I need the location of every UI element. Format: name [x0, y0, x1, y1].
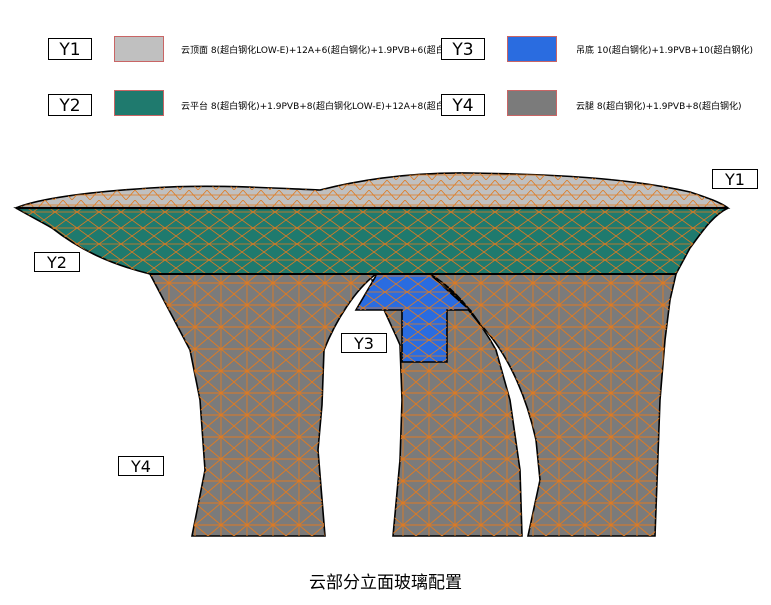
legend-text-y2: 云平台 8(超白钢化)+1.9PVB+8(超白钢化LOW-E)+12A+8(超白… [181, 101, 466, 113]
legend-text-y3: 吊底 10(超白钢化)+1.9PVB+10(超白钢化) [576, 45, 753, 57]
drawing-caption: 云部分立面玻璃配置 [309, 573, 462, 593]
soffit-y3 [354, 273, 473, 363]
tag-y3: Y3 [341, 333, 387, 353]
legend-swatch-y1 [114, 36, 164, 62]
right-leg-mesh [430, 274, 676, 536]
legend-swatch-y2 [114, 90, 164, 116]
legend-text-y4: 云腿 8(超白钢化)+1.9PVB+8(超白钢化) [576, 101, 742, 113]
left-leg-mesh [150, 274, 376, 536]
legend-name-y3: 吊底 [576, 46, 595, 56]
cloud-elevation-drawing [13, 172, 731, 537]
legend-spec-y2: 8(超白钢化)+1.9PVB+8(超白钢化LOW-E)+12A+8(超白钢化) [210, 102, 467, 112]
top-y1 [15, 172, 731, 209]
tag-y1: Y1 [712, 169, 758, 189]
legend-spec-y4: 8(超白钢化)+1.9PVB+8(超白钢化) [596, 102, 742, 112]
legend-name-y4: 云腿 [576, 102, 595, 112]
platform-y2 [13, 207, 729, 275]
legend-code-y1: Y1 [48, 38, 92, 60]
legend-code-y3: Y3 [441, 38, 485, 60]
legend-spec-y1: 8(超白钢化LOW-E)+12A+6(超白钢化)+1.9PVB+6(超白钢化) [210, 46, 467, 56]
legend: Y1 云顶面 8(超白钢化LOW-E)+12A+6(超白钢化)+1.9PVB+6… [0, 0, 771, 140]
legend-name-y1: 云顶面 [181, 46, 209, 56]
legend-name-y2: 云平台 [181, 102, 209, 112]
tag-y2: Y2 [34, 252, 80, 272]
hanging-soffit-mesh [356, 274, 470, 362]
legend-swatch-y4 [507, 90, 557, 116]
legend-spec-y3: 10(超白钢化)+1.9PVB+10(超白钢化) [596, 46, 753, 56]
cloud-top-surface-mesh [16, 172, 728, 208]
legs-y4 [148, 273, 678, 537]
tag-y4: Y4 [118, 456, 164, 476]
legend-swatch-y3 [507, 36, 557, 62]
legend-code-y2: Y2 [48, 94, 92, 116]
cloud-platform-mesh [16, 208, 728, 274]
legend-code-y4: Y4 [441, 94, 485, 116]
legend-text-y1: 云顶面 8(超白钢化LOW-E)+12A+6(超白钢化)+1.9PVB+6(超白… [181, 45, 466, 57]
